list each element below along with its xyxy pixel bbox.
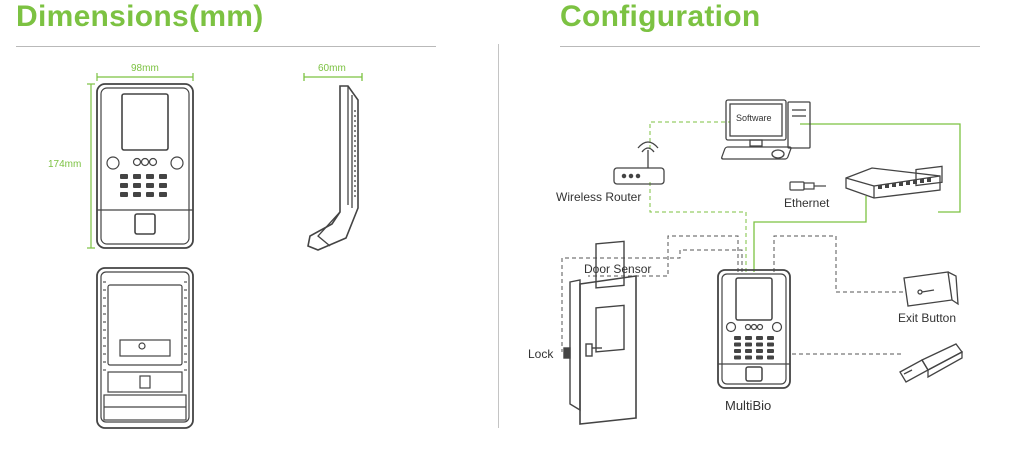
switch-port bbox=[892, 183, 896, 187]
front-keypad bbox=[120, 174, 167, 197]
lock-label: Lock bbox=[528, 347, 554, 361]
dimensions-divider bbox=[16, 46, 436, 47]
computer-icon bbox=[721, 99, 811, 160]
switch-port bbox=[906, 181, 910, 185]
keypad-key bbox=[756, 355, 763, 360]
door-icon bbox=[563, 240, 637, 425]
keypad-key bbox=[745, 342, 752, 347]
ethernet-label: Ethernet bbox=[784, 196, 830, 210]
software-label: Software bbox=[736, 113, 772, 123]
switch-port bbox=[927, 178, 931, 182]
keypad-key bbox=[745, 336, 752, 340]
keypad-key bbox=[745, 355, 752, 360]
switch-ports bbox=[878, 178, 931, 189]
switch-port bbox=[878, 185, 882, 189]
multibio-label: MultiBio bbox=[725, 398, 772, 413]
keypad-key bbox=[745, 349, 752, 353]
door-sensor-label: Door Sensor bbox=[584, 262, 652, 276]
configuration-heading: Configuration bbox=[560, 0, 761, 33]
keypad-key bbox=[767, 349, 774, 353]
keypad-key bbox=[756, 349, 763, 353]
switch-port bbox=[913, 180, 917, 184]
keypad-key bbox=[767, 336, 774, 340]
keypad-key bbox=[734, 349, 741, 353]
side-view-device bbox=[303, 73, 363, 251]
configuration-divider bbox=[560, 46, 980, 47]
keypad-key bbox=[767, 342, 774, 347]
keypad-key bbox=[734, 336, 741, 340]
switch-port bbox=[920, 179, 924, 183]
ethernet-plug-icon bbox=[789, 181, 826, 191]
switch-port bbox=[885, 184, 889, 188]
multibio-device-icon bbox=[717, 269, 791, 389]
exit-button-icon bbox=[903, 165, 959, 307]
section-divider bbox=[498, 44, 499, 428]
back-vents bbox=[103, 281, 187, 371]
front-view-device bbox=[87, 73, 194, 249]
keypad-key bbox=[734, 342, 741, 347]
wireless-router-label: Wireless Router bbox=[556, 190, 642, 204]
height-dimension-label: 174mm bbox=[48, 159, 82, 170]
keypad-key bbox=[734, 355, 741, 360]
wireless-router-icon bbox=[613, 141, 665, 185]
switch-port bbox=[899, 182, 903, 186]
multibio-keypad bbox=[734, 336, 774, 360]
keypad-key bbox=[767, 355, 774, 360]
back-view-device bbox=[96, 267, 194, 429]
usb-drive-icon bbox=[899, 343, 963, 383]
keypad-key bbox=[756, 342, 763, 347]
dimensions-heading: Dimensions(mm) bbox=[16, 0, 264, 33]
keypad-key bbox=[756, 336, 763, 340]
connection-lines bbox=[561, 121, 961, 355]
depth-dimension-label: 60mm bbox=[318, 63, 346, 74]
width-dimension-label: 98mm bbox=[131, 63, 159, 74]
exit-button-label: Exit Button bbox=[898, 311, 957, 325]
